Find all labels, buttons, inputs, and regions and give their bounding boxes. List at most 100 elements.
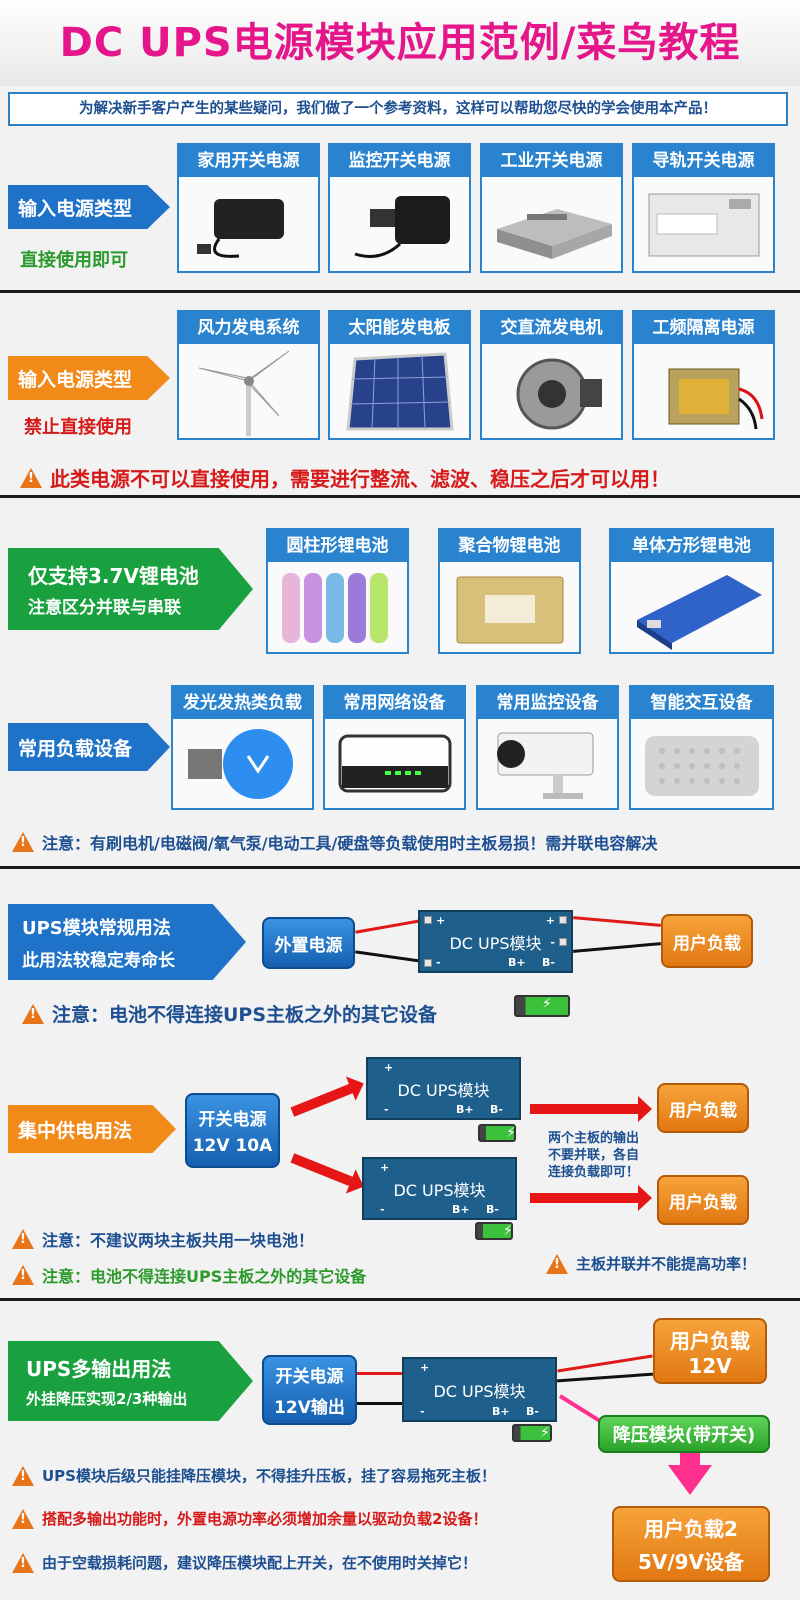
bulb-image: [173, 719, 312, 808]
card-label: 风力发电系统: [179, 312, 318, 344]
sec6-warning-2: 注意：电池不得连接UPS主板之外的其它设备: [12, 1263, 366, 1287]
card-label: 聚合物锂电池: [440, 530, 579, 562]
board-label: DC UPS模块: [449, 933, 542, 953]
sec6-warning-1: 注意：不建议两块主板共用一块电池！: [12, 1227, 314, 1251]
sec5-label-line1: UPS模块常规用法: [22, 917, 171, 939]
red-wire: [355, 919, 421, 934]
sec5-label: UPS模块常规用法 此用法较稳定寿命长: [8, 904, 246, 980]
card-prismatic-cell: 单体方形锂电池: [609, 528, 774, 654]
black-wire: [357, 1402, 403, 1405]
warning-icon: [12, 832, 34, 852]
card-industrial-psu: 工业开关电源: [480, 143, 623, 273]
card-label: 发光发热类负载: [173, 687, 312, 719]
load-line1: 用户负载: [670, 1328, 750, 1353]
user-load-12v-box: 用户负载 12V: [653, 1318, 767, 1384]
pin-label: +: [545, 914, 555, 927]
warning-text: 注意：有刷电机/电磁阀/氧气泵/电动工具/硬盘等负载使用时主板易损！需并联电容解…: [42, 834, 658, 853]
card-label: 单体方形锂电池: [611, 530, 772, 562]
battery-icon: [478, 1124, 516, 1142]
warning-icon: [12, 1552, 34, 1573]
load-line2: 5V/9V设备: [637, 1550, 745, 1574]
pin-label: -: [436, 956, 441, 969]
card-label: 太阳能发电板: [330, 312, 469, 344]
down-arrow-icon: [668, 1465, 712, 1495]
card-lighting-load: 发光发热类负载: [171, 685, 314, 810]
pin-label: +: [436, 914, 446, 927]
board-label: DC UPS模块: [397, 1080, 490, 1100]
external-psu-box: 外置电源: [262, 917, 355, 969]
card-transformer: 工频隔离电源: [632, 310, 775, 440]
red-wire: [557, 1354, 653, 1373]
card-home-psu: 家用开关电源: [177, 143, 320, 273]
sec5-warning: 注意：电池不得连接UPS主板之外的其它设备: [22, 1000, 437, 1027]
card-label: 智能交互设备: [631, 687, 772, 719]
sec2-warning: 此类电源不可以直接使用，需要进行整流、滤波、稳压之后才可以用！: [20, 463, 670, 492]
card-label: 常用网络设备: [325, 687, 464, 719]
card-wind: 风力发电系统: [177, 310, 320, 440]
sec7-warning-3: 由于空载损耗问题，建议降压模块配上开关，在不使用时关掉它！: [12, 1552, 477, 1573]
card-rail-psu: 导轨开关电源: [632, 143, 775, 273]
speaker-image: [631, 719, 772, 808]
sec6-label: 集中供电用法: [8, 1105, 176, 1153]
sec6-warning-3: 主板并联并不能提高功率！: [546, 1253, 756, 1274]
psu-line2: 12V 10A: [192, 1136, 273, 1156]
warning-icon: [22, 1003, 44, 1024]
note-line: 连接负载即可！: [548, 1165, 640, 1180]
psu-line2: 12V输出: [274, 1398, 345, 1418]
pin-out-minus: [559, 938, 567, 946]
prismatic-battery-image: [611, 562, 772, 652]
card-label: 圆柱形锂电池: [268, 530, 407, 562]
sec4-label: 常用负载设备: [8, 723, 170, 771]
divider: [0, 495, 800, 498]
ups-board-top: DC UPS模块 + - B+ B-: [366, 1057, 521, 1120]
card-label: 工业开关电源: [482, 145, 621, 177]
psu-line1: 开关电源: [198, 1110, 267, 1130]
psu-line1: 开关电源: [275, 1367, 344, 1387]
warning-icon: [12, 1265, 34, 1285]
card-label: 家用开关电源: [179, 145, 318, 177]
red-arrow: [530, 1185, 652, 1211]
card-cylinder-cell: 圆柱形锂电池: [266, 528, 409, 654]
card-label: 工频隔离电源: [634, 312, 773, 344]
psu-box: 开关电源 12V输出: [262, 1355, 357, 1425]
card-label: 常用监控设备: [478, 687, 617, 719]
red-arrow: [290, 1083, 355, 1117]
psu-box: 开关电源 12V 10A: [185, 1093, 280, 1168]
ups-board: DC UPS模块 + - B+ B-: [402, 1357, 557, 1422]
down-arrow-stem: [680, 1453, 700, 1467]
warning-text: 注意：不建议两块主板共用一块电池！: [42, 1231, 315, 1250]
pin-label: B-: [490, 1103, 503, 1116]
card-smart-device: 智能交互设备: [629, 685, 774, 810]
sec2-sub: 禁止直接使用: [24, 417, 132, 438]
load-line1: 用户负载2: [644, 1517, 738, 1541]
card-network-device: 常用网络设备: [323, 685, 466, 810]
card-solar: 太阳能发电板: [328, 310, 471, 440]
card-generator: 交直流发电机: [480, 310, 623, 440]
card-polymer-cell: 聚合物锂电池: [438, 528, 581, 654]
pin-label: +: [384, 1061, 394, 1074]
battery-cells-image: [268, 562, 407, 652]
pin-label: B+: [508, 956, 526, 969]
load-line2: 12V: [688, 1353, 732, 1378]
pin-in-plus: [424, 916, 432, 924]
sec3-label-line2: 注意区分并联与串联: [28, 598, 181, 618]
sec5-label-line2: 此用法较稳定寿命长: [22, 950, 175, 971]
alternator-image: [482, 344, 621, 438]
red-arrow: [290, 1153, 355, 1187]
board-label: DC UPS模块: [393, 1180, 486, 1200]
sec3-label: 仅支持3.7V锂电池 注意区分并联与串联: [8, 548, 253, 630]
user-load-box: 用户负载: [657, 1083, 749, 1133]
battery-icon: [514, 995, 570, 1017]
divider: [0, 290, 800, 293]
pin-label: +: [420, 1361, 430, 1374]
divider: [0, 866, 800, 869]
wind-turbine-image: [179, 344, 318, 438]
transformer-image: [634, 344, 773, 438]
sec7-warning-2: 搭配多输出功能时，外置电源功率必须增加余量以驱动负载2设备！: [12, 1508, 487, 1529]
sec7-label-line1: UPS多输出用法: [26, 1357, 172, 1381]
switch-image: [325, 719, 464, 808]
pin-label: -: [550, 936, 555, 949]
pin-label: +: [380, 1161, 390, 1174]
ups-board-bottom: DC UPS模块 + - B+ B-: [362, 1157, 517, 1220]
